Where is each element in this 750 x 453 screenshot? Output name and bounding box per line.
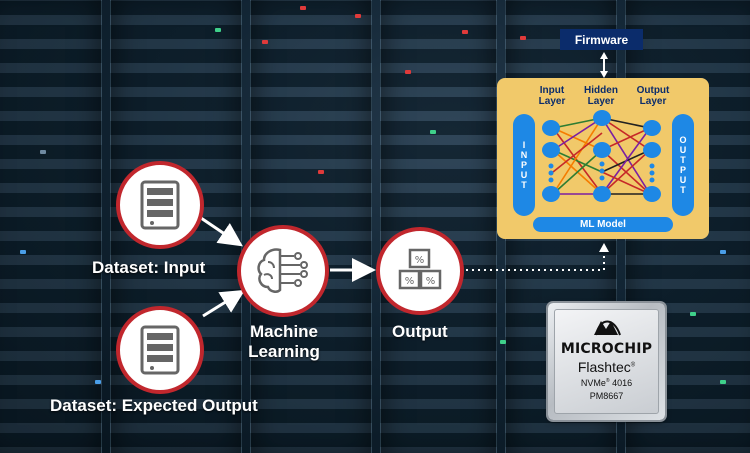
server-rack	[380, 0, 497, 453]
arrowhead-up	[600, 52, 608, 59]
output-layer-label: Output Layer	[631, 85, 675, 107]
output-side-text: OUTPUT	[678, 135, 688, 195]
chip-line-mark: ®	[605, 378, 610, 384]
status-led	[405, 70, 411, 74]
dotted-output-to-model	[466, 250, 605, 271]
status-led	[40, 150, 46, 154]
output-side-pill	[672, 114, 694, 216]
dataset-input-node	[116, 161, 204, 249]
ml-model-bar	[533, 217, 673, 232]
status-led	[318, 170, 324, 174]
status-led	[430, 130, 436, 134]
status-led	[95, 380, 101, 384]
status-led	[20, 250, 26, 254]
chip-face	[554, 309, 659, 414]
dataset-input-label: Dataset: Input	[92, 258, 206, 277]
input-side-text: INPUT	[519, 140, 529, 190]
arrowhead-up	[599, 243, 609, 252]
network-connections	[552, 117, 651, 195]
svg-text:%: %	[405, 276, 415, 287]
arrow-input-to-ml	[200, 216, 243, 247]
input-layer-label: Input Layer	[532, 85, 572, 107]
status-led	[462, 30, 468, 34]
status-led	[720, 380, 726, 384]
chip-product-mark: ®	[630, 362, 636, 369]
server-stack-icon	[140, 325, 180, 375]
arrow-expected-to-ml	[202, 289, 246, 318]
machine-learning-node	[237, 225, 329, 317]
ml-model-label: ML Model	[580, 219, 626, 230]
chip-product: Flashtec®	[548, 359, 665, 375]
output-label: Output	[392, 322, 448, 341]
svg-text:%: %	[415, 255, 425, 266]
status-led	[500, 340, 506, 344]
status-led	[520, 36, 526, 40]
neural-network-graphic	[513, 110, 694, 232]
neuron-nodes	[542, 110, 661, 202]
machine-learning-label: Machine Learning	[238, 322, 330, 362]
server-rack	[0, 0, 102, 453]
chip-line: NVMe® 4016	[548, 378, 665, 388]
status-led	[262, 40, 268, 44]
output-layer-line-1: Output	[636, 85, 670, 96]
dataset-expected-output-label: Dataset: Expected Output	[50, 396, 258, 415]
cubes-icon: % % %	[398, 248, 442, 290]
output-layer-line-2: Layer	[639, 96, 667, 107]
status-led	[690, 312, 696, 316]
microchip-logo-icon	[594, 320, 621, 336]
input-side-pill	[513, 114, 535, 216]
flashtec-chip: MICROCHIP Flashtec® NVMe® 4016 PM8667	[548, 303, 665, 420]
chip-brand: MICROCHIP	[560, 341, 653, 357]
machine-learning-line-2: Learning	[248, 342, 320, 361]
brain-circuit-icon	[257, 248, 308, 293]
status-led	[300, 6, 306, 10]
ml-model-panel: Input Layer Hidden Layer Output Layer	[497, 78, 709, 239]
dataset-expected-output-node	[116, 306, 204, 394]
firmware-box: Firmware	[560, 29, 643, 50]
chip-part-number: PM8667	[589, 391, 624, 401]
chip-line-name: NVMe	[580, 378, 606, 388]
chip-product-name: Flashtec	[577, 359, 631, 375]
hidden-layer-line-2: Layer	[587, 96, 615, 107]
output-node: % % %	[376, 227, 464, 315]
status-led	[355, 14, 361, 18]
input-layer-line-1: Input	[539, 85, 565, 96]
hidden-layer-label: Hidden Layer	[581, 85, 621, 107]
svg-text:%: %	[426, 276, 436, 287]
status-led	[215, 28, 221, 32]
arrowhead-down	[600, 71, 608, 78]
server-rack	[250, 0, 372, 453]
status-led	[720, 250, 726, 254]
hidden-layer-line-1: Hidden	[584, 85, 618, 96]
chip-model-number: 4016	[612, 378, 633, 388]
machine-learning-line-1: Machine	[249, 322, 319, 341]
server-stack-icon	[140, 180, 180, 230]
input-layer-line-2: Layer	[538, 96, 566, 107]
